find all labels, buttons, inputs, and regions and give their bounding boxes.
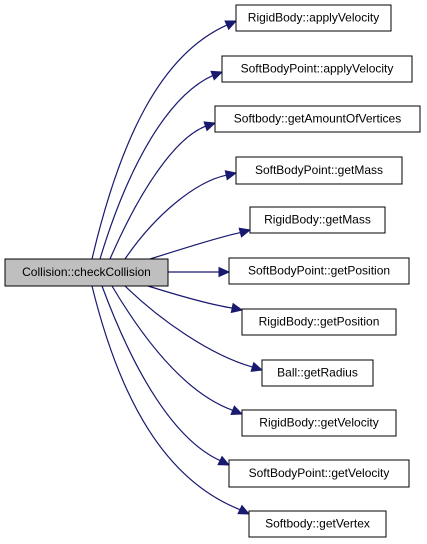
node-label: Softbody::getAmountOfVertices [234, 112, 401, 126]
edge-line [111, 285, 233, 411]
call-edge-6 [147, 285, 244, 314]
call-edge-10 [91, 285, 251, 515]
node-rigidbody-getvelocity[interactable]: RigidBody::getVelocity [241, 409, 397, 437]
edge-line [149, 231, 241, 260]
arrowhead-icon [210, 70, 224, 81]
node-rigidbody-getmass[interactable]: RigidBody::getMass [249, 206, 386, 234]
call-edge-3 [124, 170, 238, 260]
call-edge-4 [149, 227, 252, 260]
arrowhead-icon [238, 227, 252, 238]
edge-line [124, 285, 253, 368]
node-ball-getradius[interactable]: Ball::getRadius [261, 359, 374, 387]
call-edge-8 [111, 285, 244, 416]
arrowhead-icon [230, 302, 244, 314]
node-label: Softbody::getVertex [265, 517, 370, 531]
edge-line [101, 285, 221, 462]
node-softbody-getamountofvertices[interactable]: Softbody::getAmountOfVertices [214, 105, 421, 133]
call-edge-5 [168, 266, 231, 278]
node-label: SoftBodyPoint::applyVelocity [241, 62, 394, 76]
arrowhead-icon [217, 455, 231, 466]
call-edge-7 [124, 285, 264, 372]
node-root[interactable]: Collision::checkCollision [4, 258, 169, 287]
node-softbodypoint-getvelocity[interactable]: SoftBodyPoint::getVelocity [228, 459, 410, 488]
edge-line [109, 125, 206, 260]
node-label: SoftBodyPoint::getPosition [248, 264, 390, 278]
node-label: SoftBodyPoint::getMass [255, 163, 383, 177]
node-root-label: Collision::checkCollision [22, 265, 151, 279]
node-label: Ball::getRadius [277, 366, 358, 380]
node-label: SoftBodyPoint::getVelocity [249, 466, 390, 480]
arrowhead-icon [224, 20, 238, 31]
call-edges [91, 20, 264, 515]
arrowhead-icon [230, 405, 244, 416]
node-label: RigidBody::getMass [264, 213, 371, 227]
edge-line [91, 285, 241, 511]
edge-line [99, 74, 213, 260]
call-edge-1 [99, 70, 224, 260]
node-softbodypoint-getposition[interactable]: SoftBodyPoint::getPosition [228, 257, 410, 285]
node-rigidbody-applyvelocity[interactable]: RigidBody::applyVelocity [235, 4, 392, 32]
edge-line [124, 174, 227, 260]
call-edge-9 [101, 285, 231, 466]
node-softbodypoint-getmass[interactable]: SoftBodyPoint::getMass [235, 156, 403, 185]
call-edge-2 [109, 121, 217, 260]
edge-line [91, 24, 228, 260]
arrowhead-icon [250, 361, 264, 372]
call-edge-0 [91, 20, 238, 260]
edge-line [147, 285, 233, 309]
node-label: RigidBody::getPosition [259, 315, 380, 329]
arrowhead-icon [224, 170, 238, 181]
node-softbody-getvertex[interactable]: Softbody::getVertex [248, 510, 387, 538]
arrowhead-icon [237, 504, 251, 515]
arrowhead-icon [218, 266, 231, 278]
node-label: RigidBody::getVelocity [259, 416, 378, 430]
node-label: RigidBody::applyVelocity [248, 11, 379, 25]
arrowhead-icon [203, 121, 217, 132]
node-rigidbody-getposition[interactable]: RigidBody::getPosition [241, 308, 397, 336]
node-softbodypoint-applyvelocity[interactable]: SoftBodyPoint::applyVelocity [221, 55, 413, 83]
